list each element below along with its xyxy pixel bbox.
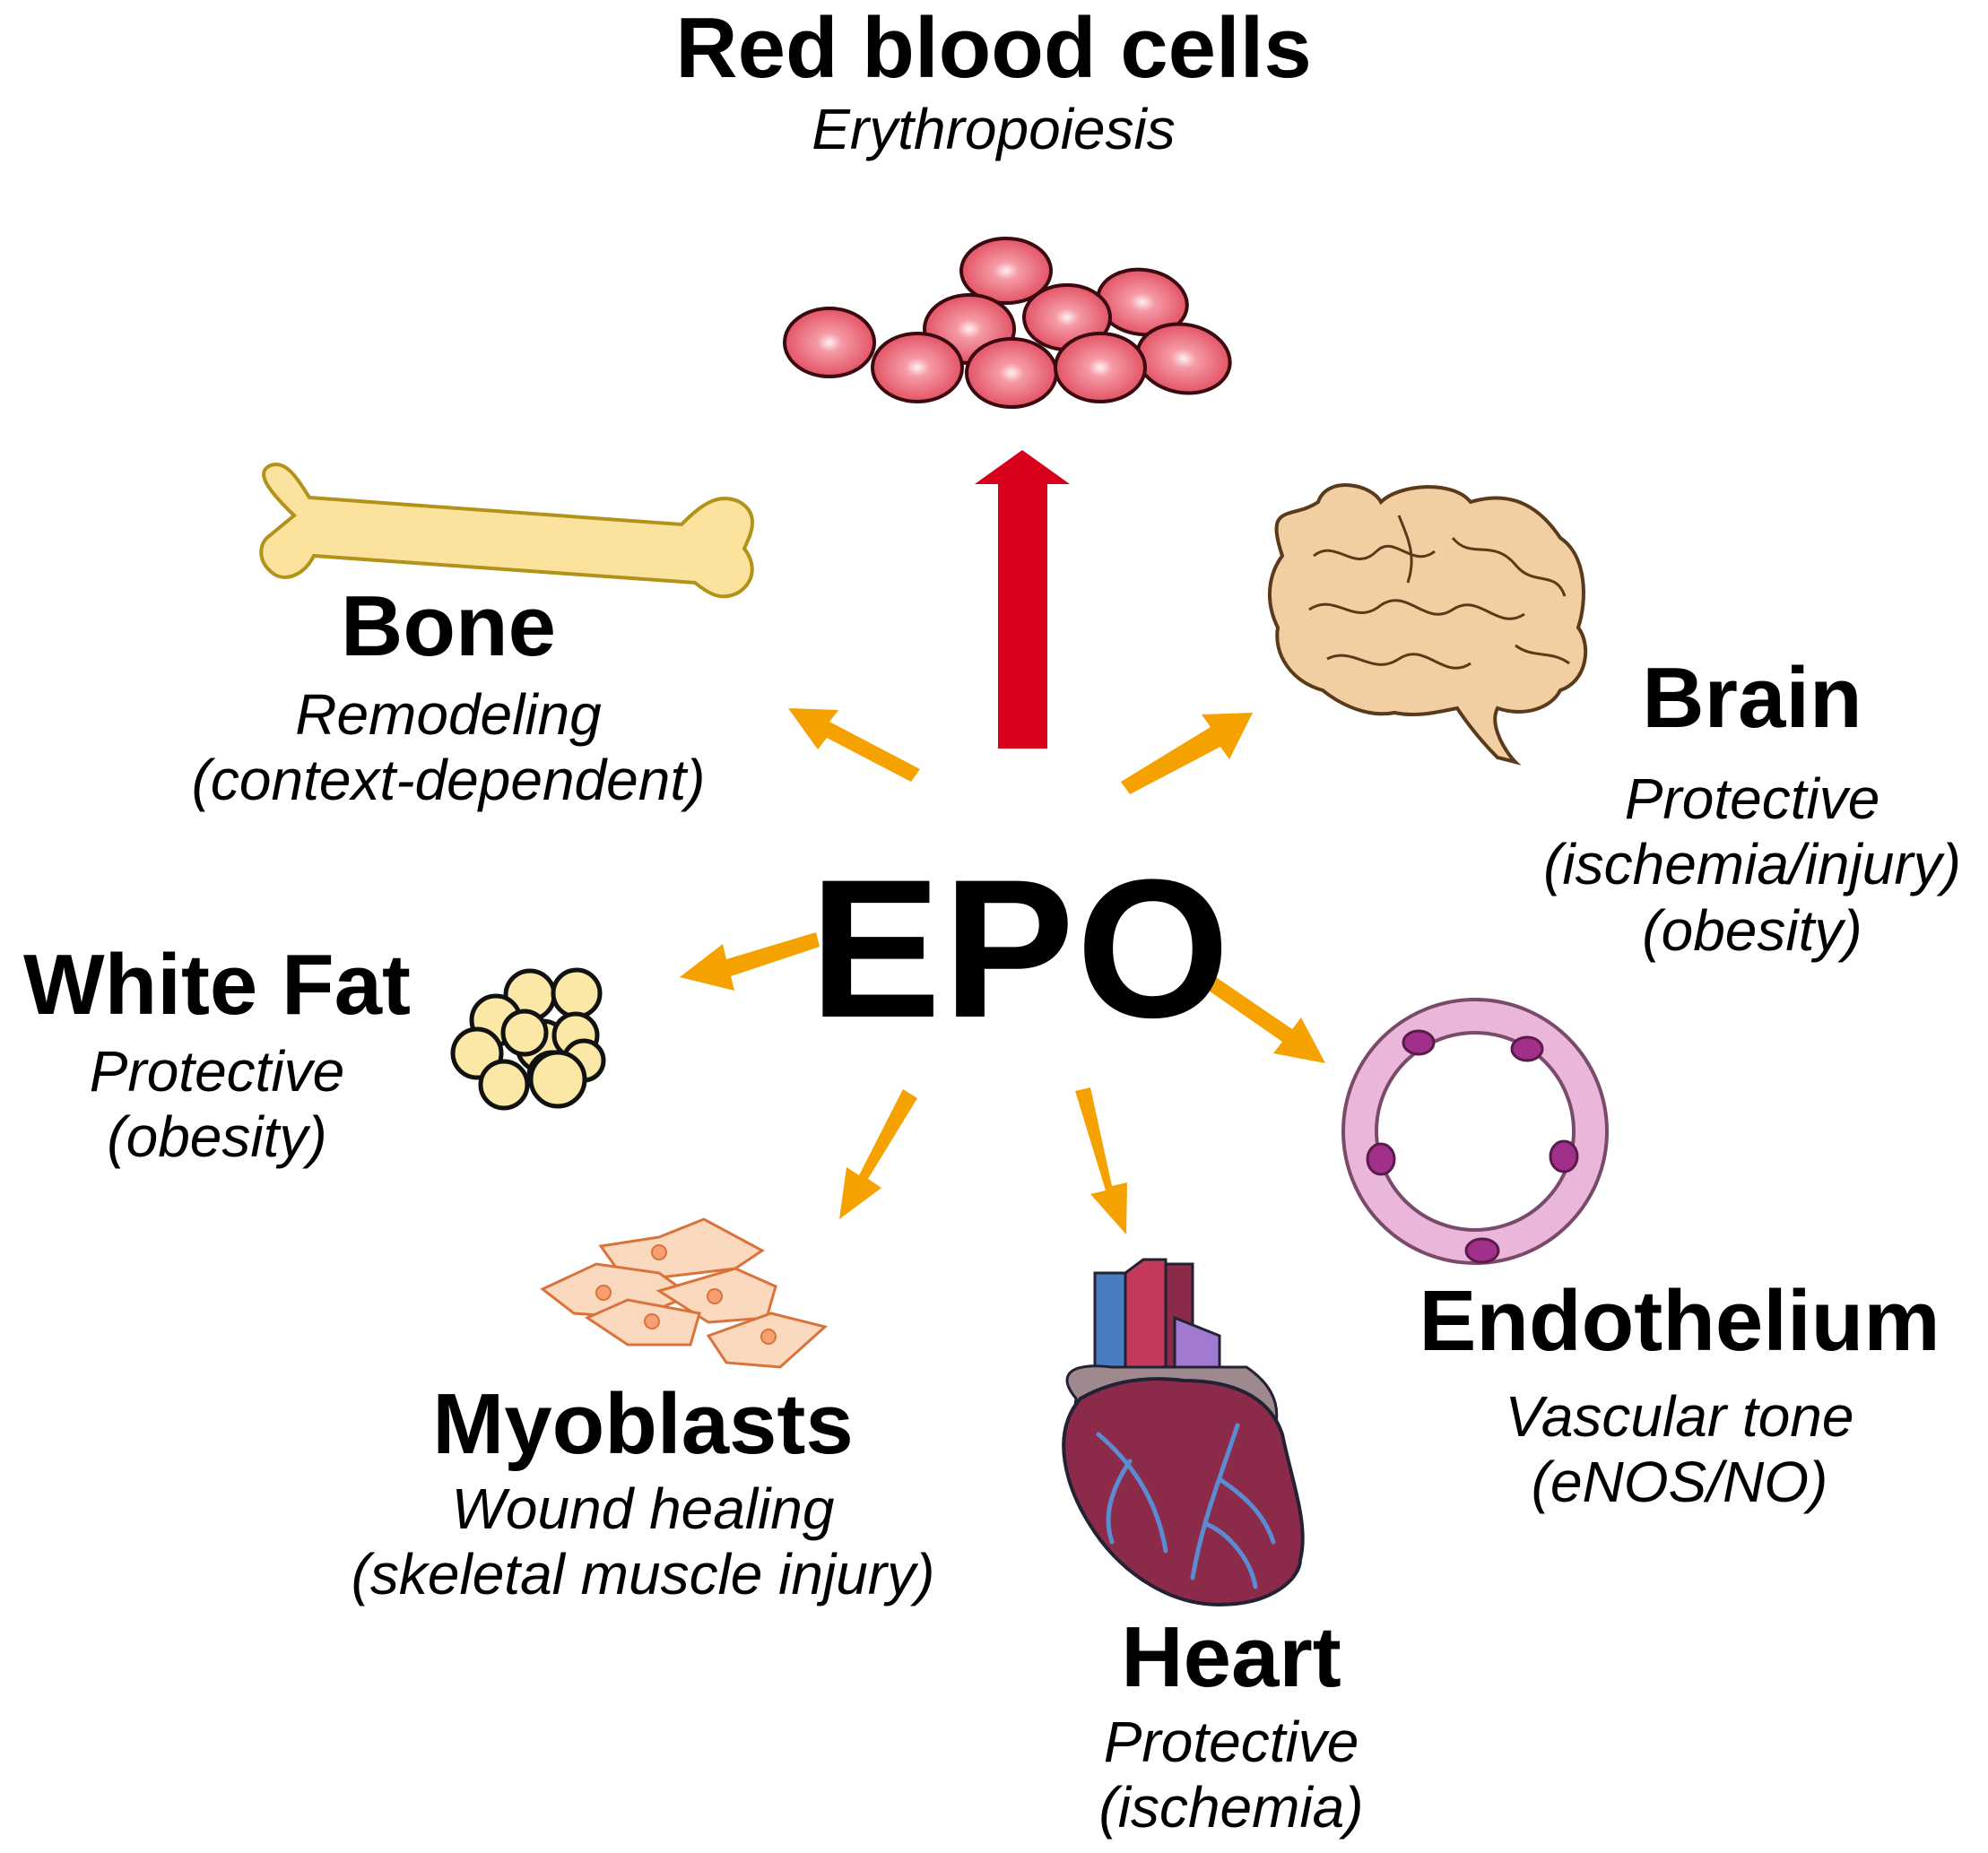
red-blood-cells-icon — [783, 237, 1232, 409]
myoblasts-icon — [540, 1217, 829, 1369]
heart-icon — [1062, 1258, 1305, 1607]
heart-title: Heart — [1121, 1609, 1341, 1705]
arrow-to-white-fat — [680, 932, 820, 991]
label-endothelium: Endothelium Vascular tone (eNOS/NO) — [1419, 1273, 1940, 1516]
brain-line3: (obesity) — [1642, 897, 1862, 963]
arrow-to-heart — [1075, 1087, 1127, 1234]
label-myoblasts: Myoblasts Wound healing (skeletal muscle… — [352, 1376, 935, 1608]
myoblasts-line2: (skeletal muscle injury) — [351, 1542, 935, 1607]
bone-title: Bone — [341, 578, 556, 674]
erythropoiesis-arrow — [975, 450, 1070, 749]
endothelium-line2: (eNOS/NO) — [1531, 1450, 1828, 1515]
white-fat-title: White Fat — [23, 937, 411, 1033]
label-brain: Brain Protective (ischemia/injury) (obes… — [1543, 650, 1961, 964]
label-bone: Bone Remodeling (context-dependent) — [192, 578, 706, 814]
label-epo: EPO — [810, 838, 1232, 1059]
arrow-to-endothelium — [1206, 977, 1325, 1063]
heart-line1: Protective — [1103, 1709, 1359, 1774]
arrow-to-myoblasts — [839, 1089, 917, 1219]
endothelium-icon — [1341, 998, 1609, 1265]
endothelium-title: Endothelium — [1419, 1273, 1940, 1369]
heart-line2: (ischemia) — [1098, 1775, 1364, 1840]
label-red-blood-cells: Red blood cells Erythropoiesis — [675, 0, 1311, 162]
brain-title: Brain — [1642, 650, 1862, 746]
myoblasts-title: Myoblasts — [432, 1376, 854, 1472]
bone-line1: Remodeling — [295, 681, 602, 747]
red-blood-cells-title: Red blood cells — [675, 0, 1312, 96]
white-fat-icon — [450, 967, 606, 1111]
orange-arrows — [680, 708, 1325, 1234]
arrow-to-brain — [1121, 713, 1253, 794]
brain-icon — [1267, 483, 1588, 766]
myoblasts-line1: Wound healing — [451, 1476, 835, 1541]
arrow-to-bone — [788, 708, 920, 782]
endothelium-line1: Vascular tone — [1505, 1383, 1854, 1449]
bone-icon — [259, 463, 755, 599]
label-white-fat: White Fat Protective (obesity) — [23, 937, 411, 1171]
epo-center-label: EPO — [809, 838, 1232, 1059]
white-fat-line2: (obesity) — [107, 1104, 327, 1170]
brain-line2: (ischemia/injury) — [1543, 832, 1961, 897]
white-fat-line1: Protective — [89, 1038, 345, 1104]
label-heart: Heart Protective (ischemia) — [1098, 1609, 1363, 1841]
brain-line1: Protective — [1624, 766, 1880, 831]
red-blood-cells-line1: Erythropoiesis — [812, 96, 1176, 161]
bone-line2: (context-dependent) — [191, 748, 706, 813]
